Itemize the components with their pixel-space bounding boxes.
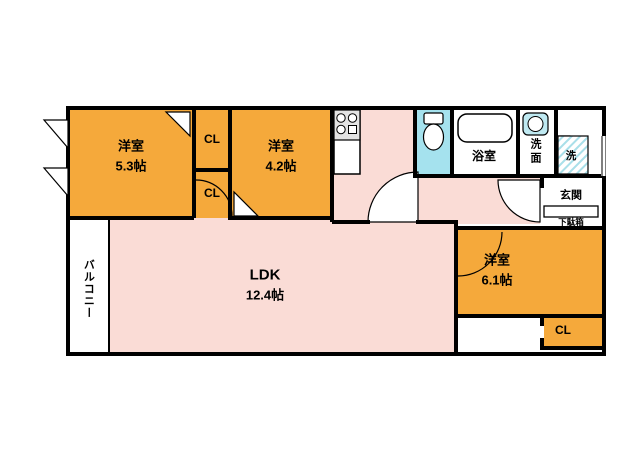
laundry-label: 洗 [565,149,577,162]
ldk-area [110,218,456,352]
closet-bottom-area [544,318,602,348]
closet-top-label: CL [204,132,220,147]
shoe-cabinet-icon [543,205,599,218]
balcony-label: バルコニー [82,259,95,319]
room-4-2-area [230,110,332,218]
room-6-1-name: 洋室 [483,252,511,268]
casement-window-icon [42,167,69,198]
room-5-3-name: 洋室 [117,138,145,154]
room-5-3-area [70,110,194,218]
toilet-icon [422,112,445,151]
sink-icon [522,112,549,136]
door-swing-ldk [367,171,419,223]
washroom-label: 洗面 [530,138,542,164]
door-arc-room-6-1 [457,231,503,277]
room-6-1-size: 6.1帖 [481,272,513,288]
closet-middle-label: CL [204,186,220,201]
washer-area [557,135,589,175]
floorplan-drawing [42,106,606,356]
room-4-2-name: 洋室 [267,138,295,154]
bathtub-icon [457,113,513,143]
room-6-1-area [458,230,602,314]
room-5-3-size: 5.3帖 [115,158,147,174]
door-swing-entrance [497,179,541,223]
closet-top-area [194,110,230,170]
walls [70,110,604,352]
kitchen-counter [333,109,361,175]
room-fills [70,110,602,352]
casement-window-icon [42,119,69,150]
window-symbols [42,119,606,198]
door-arc-closet-middle [195,179,233,217]
shoe-cabinet-label: 下駄箱 [558,217,584,228]
entrance-label: 玄関 [560,189,582,202]
ldk-size: 12.4帖 [245,287,285,303]
closet-bottom-label: CL [555,323,571,338]
bathroom-label: 浴室 [471,149,497,164]
room-4-2-size: 4.2帖 [265,158,297,174]
ldk-name: LDK [249,266,281,284]
